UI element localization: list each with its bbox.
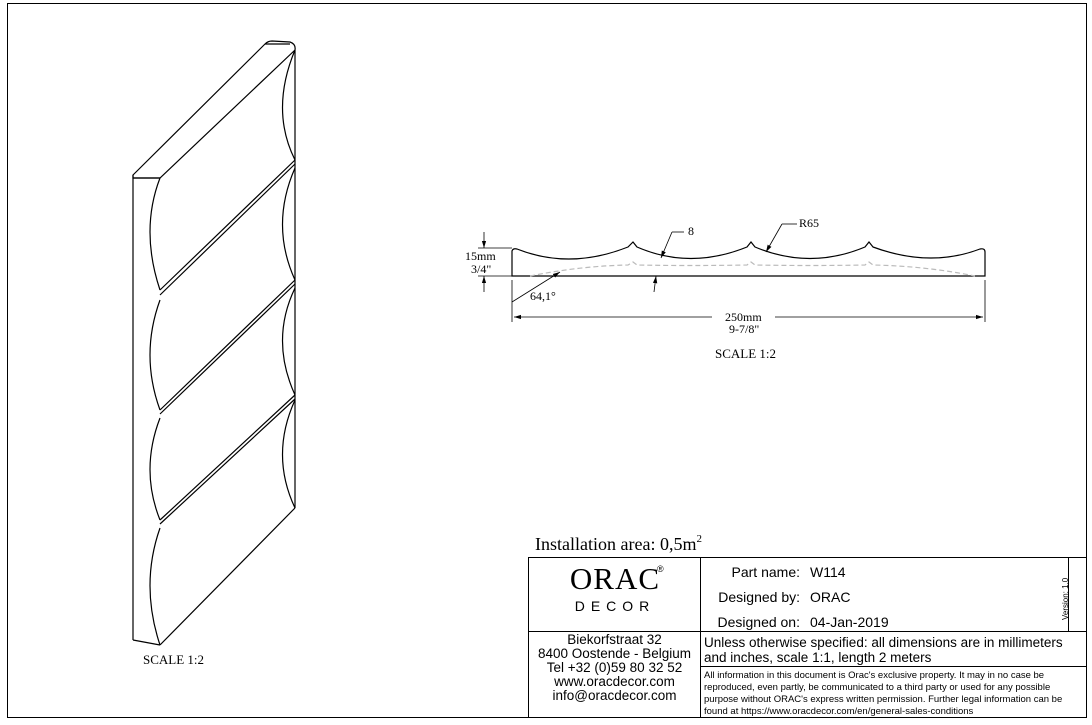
profile-view bbox=[511, 241, 986, 277]
orac-logo: ORAC ® DECOR bbox=[565, 561, 665, 615]
designed-by-value: ORAC bbox=[810, 589, 851, 605]
divider bbox=[1068, 558, 1069, 631]
company-address: Biekorfstraat 32 8400 Oostende - Belgium… bbox=[529, 633, 700, 703]
address-line: Biekorfstraat 32 bbox=[567, 632, 662, 647]
angle-label: 64,1° bbox=[530, 289, 556, 303]
logo-sub: DECOR bbox=[574, 598, 656, 614]
designed-on-label: Designed on: bbox=[717, 614, 800, 630]
height-mm-label: 15mm bbox=[465, 249, 496, 263]
part-name-value: W114 bbox=[810, 564, 846, 580]
title-block: ORAC ® DECOR Biekorfstraat 32 8400 Ooste… bbox=[528, 557, 1087, 718]
part-name-label: Part name: bbox=[731, 564, 800, 580]
height-in-label: 3/4" bbox=[471, 262, 492, 276]
width-mm-label: 250mm bbox=[725, 310, 762, 324]
logo-word: ORAC bbox=[569, 561, 661, 596]
legal-note: All information in this document is Orac… bbox=[704, 670, 1063, 717]
address-line: info@oracdecor.com bbox=[552, 688, 677, 703]
address-line: www.oracdecor.com bbox=[554, 674, 675, 689]
logo-registered-mark: ® bbox=[657, 564, 664, 574]
designed-on-value: 04-Jan-2019 bbox=[810, 614, 889, 630]
divider bbox=[700, 631, 1086, 632]
installation-area-exponent: 2 bbox=[696, 533, 702, 545]
dimension-lines bbox=[478, 223, 986, 322]
installation-area: Installation area: 0,5m2 bbox=[535, 533, 702, 555]
divider bbox=[529, 631, 700, 632]
divider bbox=[700, 558, 701, 717]
left-view-scale-label: SCALE 1:2 bbox=[143, 652, 205, 667]
divider bbox=[700, 666, 1086, 667]
installation-area-label: Installation area: 0,5m bbox=[535, 534, 697, 554]
address-line: Tel +32 (0)59 80 32 52 bbox=[546, 660, 683, 675]
designed-by-label: Designed by: bbox=[718, 589, 800, 605]
version-label: Version: 1.0 bbox=[1061, 577, 1070, 620]
profile-view-scale-label: SCALE 1:2 bbox=[715, 346, 777, 361]
address-line: 8400 Oostende - Belgium bbox=[537, 646, 692, 661]
groove-label: 8 bbox=[688, 224, 694, 238]
radius-label: R65 bbox=[799, 216, 820, 230]
dimension-note: Unless otherwise specified: all dimensio… bbox=[704, 635, 1063, 665]
width-in-label: 9-7/8" bbox=[729, 322, 760, 336]
panel-3d-view bbox=[132, 40, 296, 646]
